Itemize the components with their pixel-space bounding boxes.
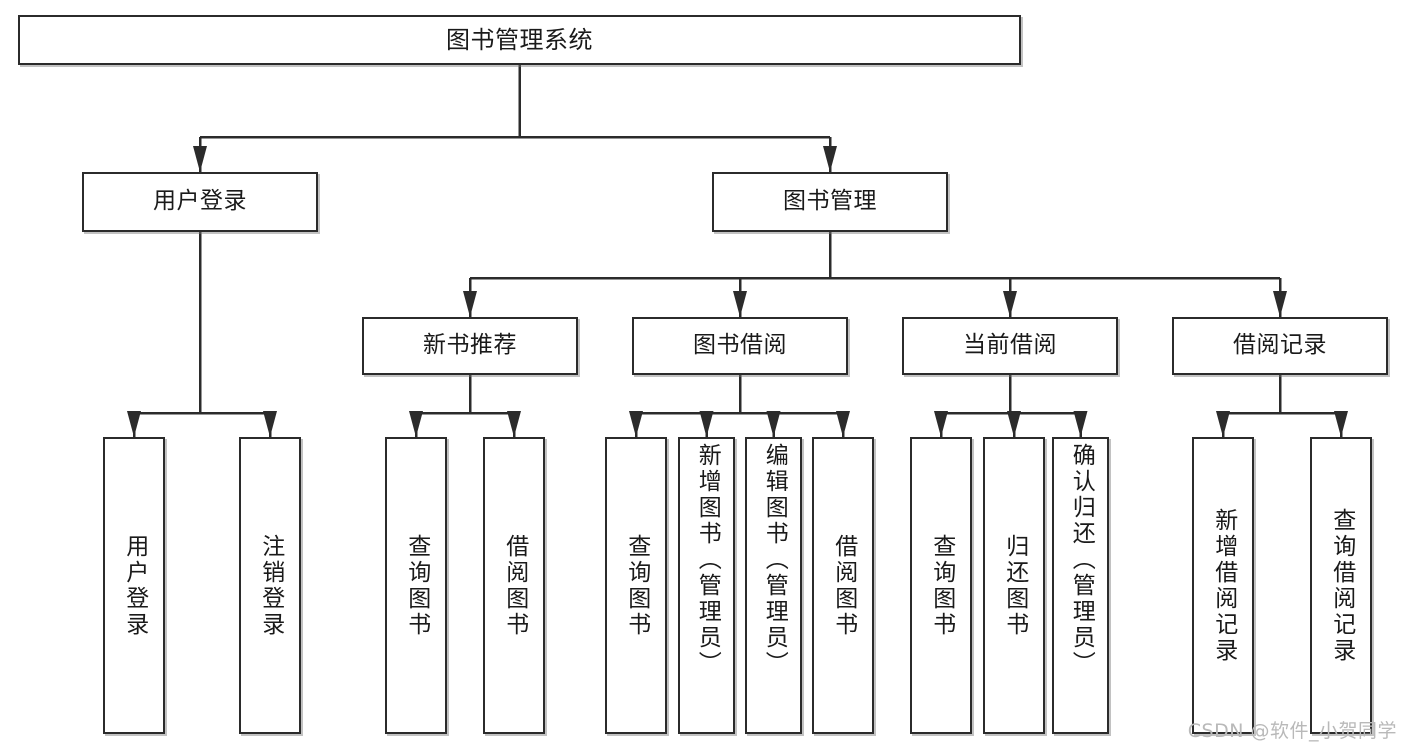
node-borrow[interactable]: 图书借阅 [632,317,848,375]
node-label: 查询图书 [623,533,650,638]
node-current[interactable]: 当前借阅 [902,317,1118,375]
node-leaf-c-confirm[interactable]: 确认归还（管理员） [1052,437,1109,734]
watermark-text: CSDN @软件_小贺同学 [1187,720,1397,742]
node-label: 确认归还（管理员） [1068,443,1095,677]
arrowhead-icon [766,411,781,437]
arrowhead-icon [934,411,948,437]
arrowhead-icon [1273,291,1287,317]
node-label: 用户登录 [121,533,148,638]
node-label: 注销登录 [257,533,284,638]
node-leaf-c-return[interactable]: 归还图书 [983,437,1045,734]
node-login[interactable]: 用户登录 [82,172,318,232]
node-label: 归还图书 [1001,533,1028,638]
node-leaf-login-in[interactable]: 用户登录 [103,437,165,734]
node-label: 新增图书（管理员） [694,443,721,677]
arrowhead-icon [127,411,141,437]
node-leaf-b-add[interactable]: 新增图书（管理员） [678,437,735,734]
node-label: 借阅图书 [501,533,528,638]
node-bookmgmt[interactable]: 图书管理 [712,172,948,232]
arrowhead-icon [193,146,207,172]
arrowhead-icon [1334,411,1348,437]
node-label: 当前借阅 [963,332,1057,359]
node-leaf-new-query[interactable]: 查询图书 [385,437,447,734]
node-label: 图书管理 [783,188,877,215]
node-leaf-r-add[interactable]: 新增借阅记录 [1192,437,1254,734]
arrowhead-icon [1007,411,1021,437]
node-label: 图书管理系统 [446,25,593,54]
arrowhead-icon [1073,411,1088,437]
arrowhead-icon [836,411,850,437]
arrowhead-icon [1003,291,1017,317]
node-label: 查询图书 [928,533,955,638]
arrowhead-icon [699,411,714,437]
arrowhead-icon [409,411,423,437]
node-leaf-r-query[interactable]: 查询借阅记录 [1310,437,1372,734]
node-leaf-b-edit[interactable]: 编辑图书（管理员） [745,437,802,734]
node-label: 图书借阅 [693,332,787,359]
node-leaf-c-query[interactable]: 查询图书 [910,437,972,734]
arrowhead-icon [463,291,477,317]
node-label: 借阅图书 [830,533,857,638]
arrowhead-icon [733,291,747,317]
node-leaf-login-out[interactable]: 注销登录 [239,437,301,734]
node-label: 新书推荐 [423,332,517,359]
node-leaf-b-query[interactable]: 查询图书 [605,437,667,734]
node-label: 查询图书 [403,533,430,638]
node-label: 新增借阅记录 [1210,507,1237,664]
node-leaf-b-borrow[interactable]: 借阅图书 [812,437,874,734]
node-label: 用户登录 [153,188,247,215]
arrowhead-icon [629,411,643,437]
node-newbook[interactable]: 新书推荐 [362,317,578,375]
node-leaf-new-borrow[interactable]: 借阅图书 [483,437,545,734]
node-label: 查询借阅记录 [1328,507,1355,664]
node-label: 借阅记录 [1233,332,1327,359]
node-record[interactable]: 借阅记录 [1172,317,1388,375]
arrowhead-icon [1216,411,1230,437]
node-root[interactable]: 图书管理系统 [18,15,1021,65]
arrowhead-icon [507,411,521,437]
arrowhead-icon [823,146,837,172]
arrowhead-icon [263,411,277,437]
node-label: 编辑图书（管理员） [761,443,788,677]
